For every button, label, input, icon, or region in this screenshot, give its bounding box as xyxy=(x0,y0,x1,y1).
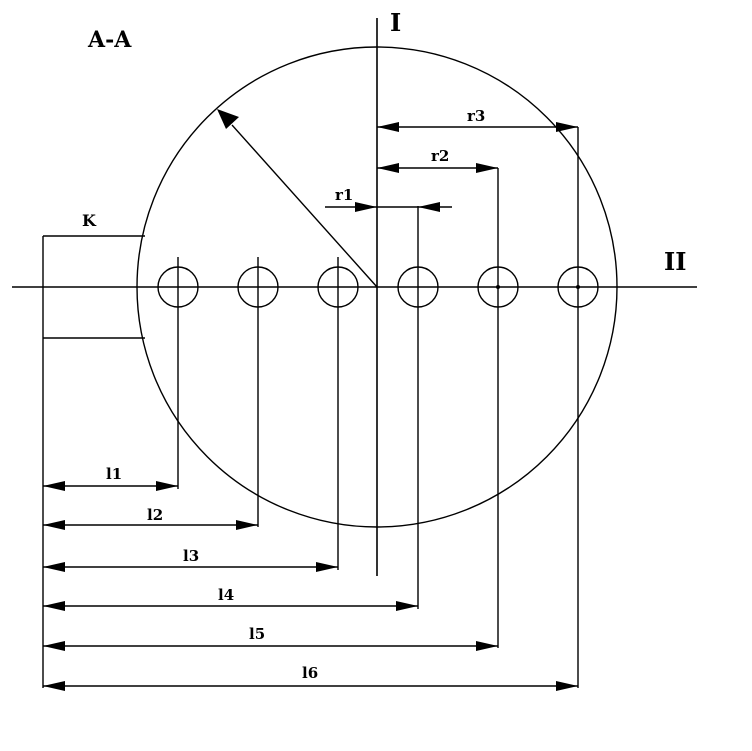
l5-arrow-right xyxy=(476,641,498,651)
radius-leader-line xyxy=(231,124,378,288)
l5-arrow-left xyxy=(43,641,65,651)
l3-arrow-right xyxy=(316,562,338,572)
axis-vertical-label: I xyxy=(390,8,401,37)
r1-arrow-right xyxy=(418,202,440,212)
r2-arrow-left xyxy=(377,163,399,173)
l6-label: l6 xyxy=(302,664,318,682)
l5-label: l5 xyxy=(249,625,265,643)
l6-arrow-right xyxy=(556,681,578,691)
r1-label: r1 xyxy=(335,186,353,204)
l1-arrow-left xyxy=(43,481,65,491)
r3-arrow-left xyxy=(377,122,399,132)
radius-arrowhead xyxy=(217,109,239,129)
axis-horizontal-label: II xyxy=(664,247,686,276)
r3-arrow-right xyxy=(556,122,578,132)
l1-arrow-right xyxy=(156,481,178,491)
r2-label: r2 xyxy=(431,147,449,165)
l3-label: l3 xyxy=(183,547,199,565)
l2-label: l2 xyxy=(147,506,163,524)
hole-centerlines xyxy=(177,127,579,688)
r1-arrow-left xyxy=(355,202,377,212)
r3-label: r3 xyxy=(467,107,485,125)
l4-arrow-left xyxy=(43,601,65,611)
l2-arrow-right xyxy=(236,520,258,530)
r2-arrow-right xyxy=(476,163,498,173)
l1-label: l1 xyxy=(106,465,122,483)
k-label: K xyxy=(82,211,97,230)
section-label: A-A xyxy=(87,27,132,53)
l6-arrow-left xyxy=(43,681,65,691)
l4-arrow-right xyxy=(396,601,418,611)
l4-label: l4 xyxy=(218,586,234,604)
l2-arrow-left xyxy=(43,520,65,530)
l-dimensions xyxy=(43,481,578,691)
l3-arrow-left xyxy=(43,562,65,572)
